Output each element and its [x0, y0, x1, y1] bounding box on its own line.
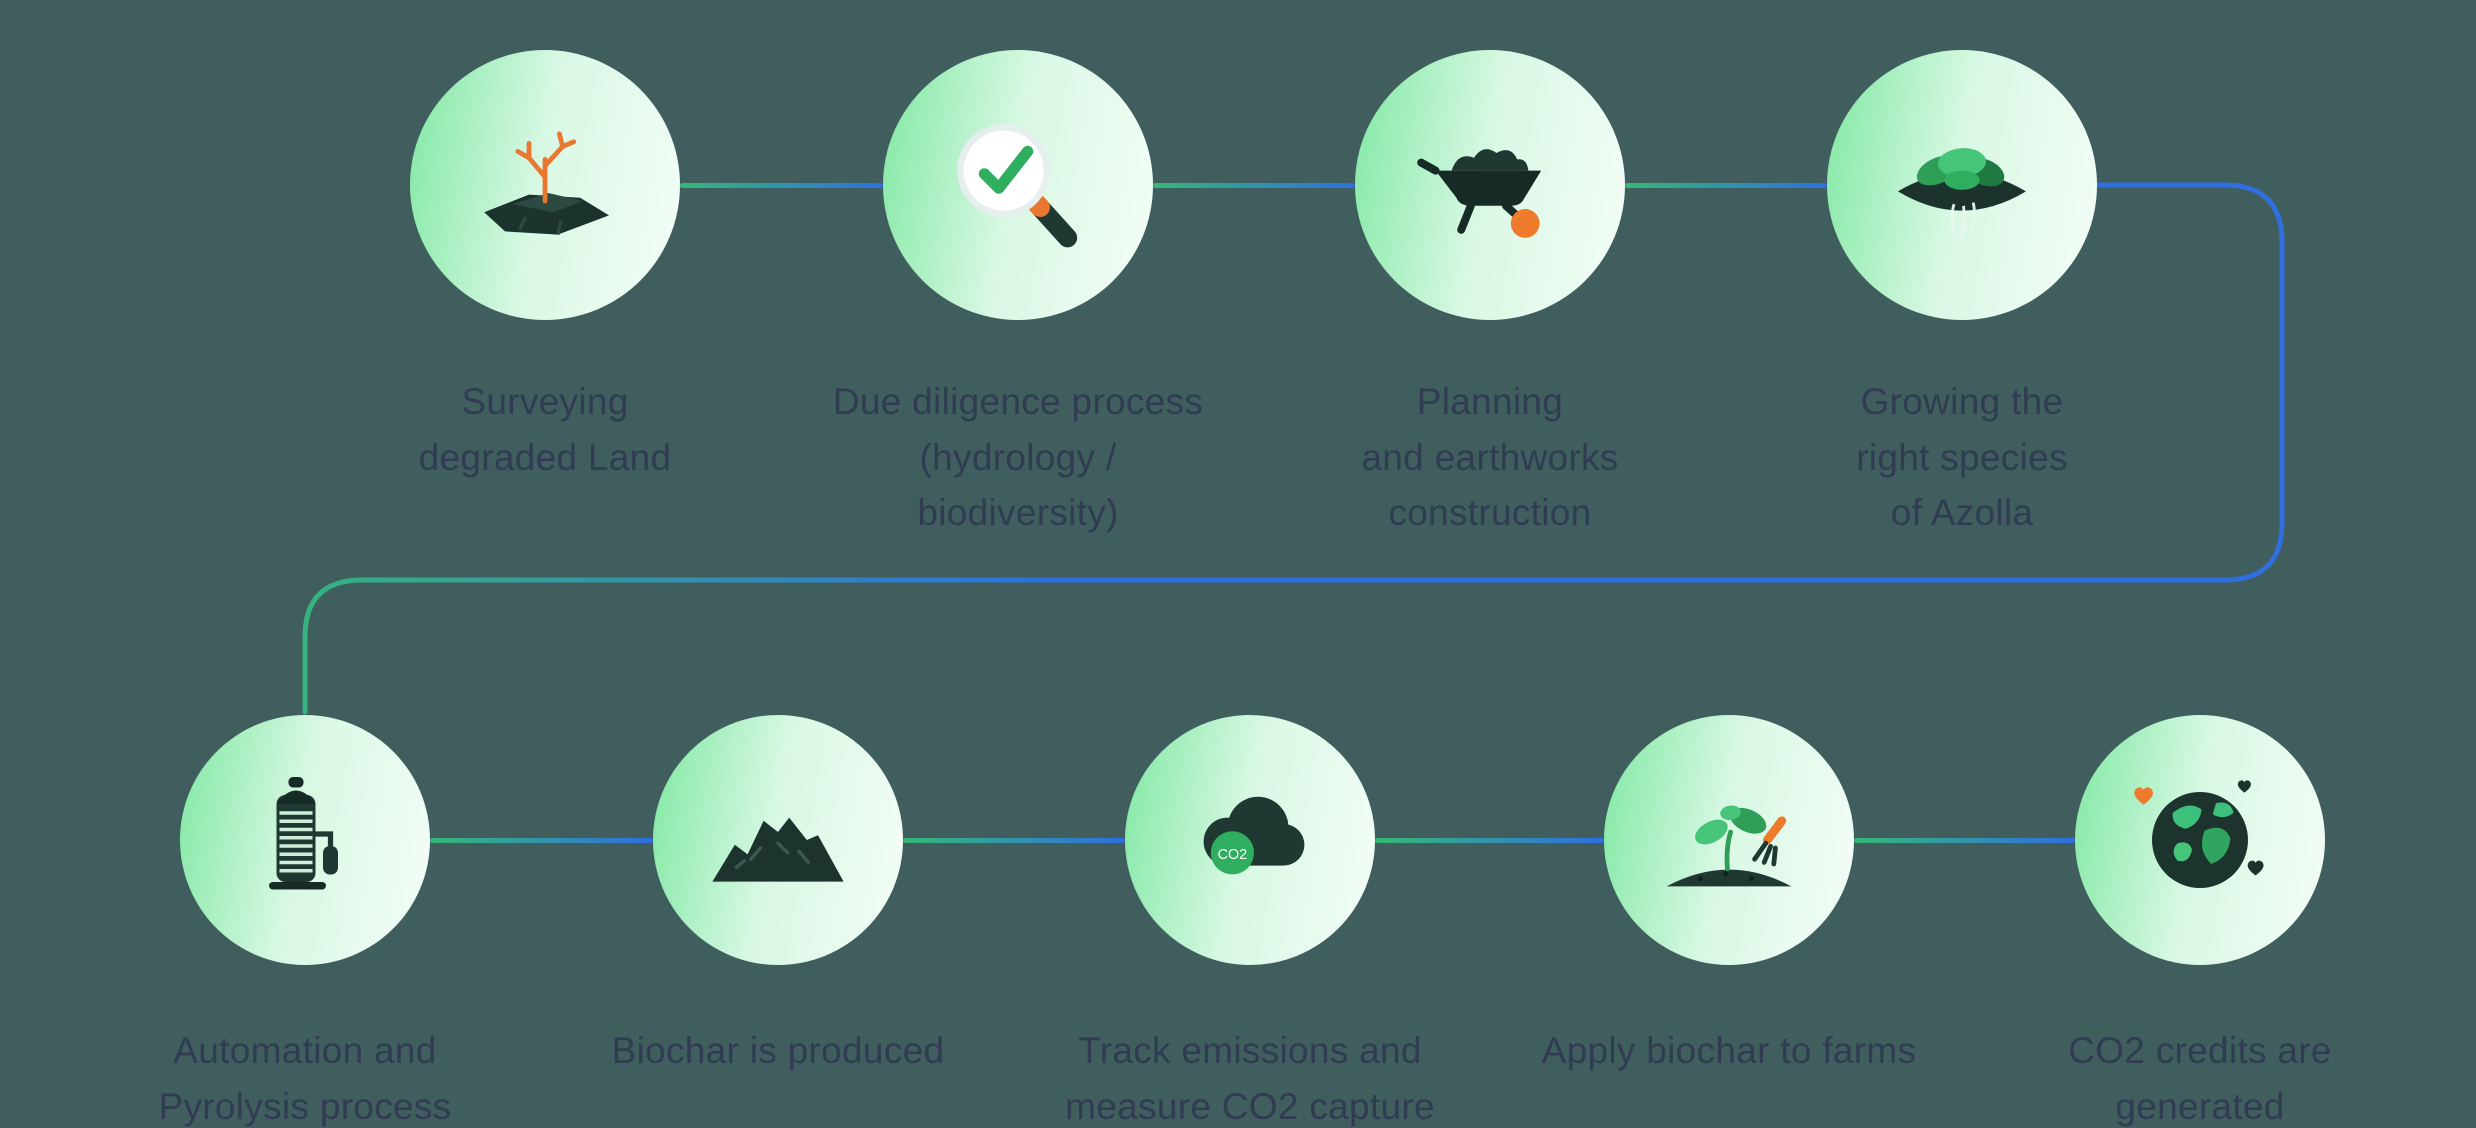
- connector-line: [1375, 838, 1604, 843]
- step-circle: [180, 715, 430, 965]
- step-circle: [883, 50, 1153, 320]
- step-apply-biochar: Apply biochar to farms: [1469, 715, 1989, 1079]
- step-circle: [653, 715, 903, 965]
- earth-hearts-icon: [2134, 780, 2264, 888]
- step-surveying-degraded-land: Surveying degraded Land: [285, 50, 805, 485]
- connector-line: [430, 838, 653, 843]
- step-label: Surveying degraded Land: [418, 381, 672, 478]
- step-growing-azolla: Growing the right species of Azolla: [1702, 50, 2222, 541]
- azolla-plant-icon: [1898, 148, 2026, 240]
- step-circle: [2075, 715, 2325, 965]
- step-biochar-produced: Biochar is produced: [518, 715, 1038, 1079]
- connector-line: [1854, 838, 2075, 843]
- magnifier-check-icon: [957, 124, 1078, 248]
- connector-line: [1625, 183, 1827, 188]
- step-label: Due diligence process (hydrology / biodi…: [832, 381, 1204, 533]
- connector-line: [680, 183, 883, 188]
- step-circle: [1827, 50, 2097, 320]
- step-planning-earthworks: Planning and earthworks construction: [1230, 50, 1750, 541]
- step-label: Growing the right species of Azolla: [1856, 381, 2068, 533]
- step-circle: [1604, 715, 1854, 965]
- co2-cloud-icon: CO2: [1203, 796, 1305, 875]
- step-circle: [410, 50, 680, 320]
- step-circle: CO2: [1125, 715, 1375, 965]
- step-label: Track emissions and measure CO2 capture: [1065, 1030, 1435, 1127]
- step-label: CO2 credits are generated: [2068, 1030, 2332, 1127]
- step-label: Planning and earthworks construction: [1361, 381, 1619, 533]
- step-pyrolysis-process: Automation and Pyrolysis process: [45, 715, 565, 1128]
- step-track-emissions: CO2 Track emissions and measure CO2 capt…: [990, 715, 1510, 1128]
- step-circle: [1355, 50, 1625, 320]
- step-label: Automation and Pyrolysis process: [158, 1030, 452, 1127]
- connector-line: [903, 838, 1125, 843]
- seedling-icon: [1666, 805, 1792, 887]
- co2-label: CO2: [1218, 847, 1248, 863]
- connector-line: [1153, 183, 1355, 188]
- dead-tree-icon: [484, 131, 609, 235]
- biochar-pile-icon: [712, 817, 844, 882]
- step-label: Apply biochar to farms: [1541, 1030, 1917, 1071]
- step-label: Biochar is produced: [611, 1030, 945, 1071]
- pyrolysis-reactor-icon: [269, 777, 338, 890]
- wheelbarrow-icon: [1417, 149, 1542, 238]
- step-due-diligence: Due diligence process (hydrology / biodi…: [758, 50, 1278, 541]
- step-co2-credits: CO2 credits are generated: [1940, 715, 2460, 1128]
